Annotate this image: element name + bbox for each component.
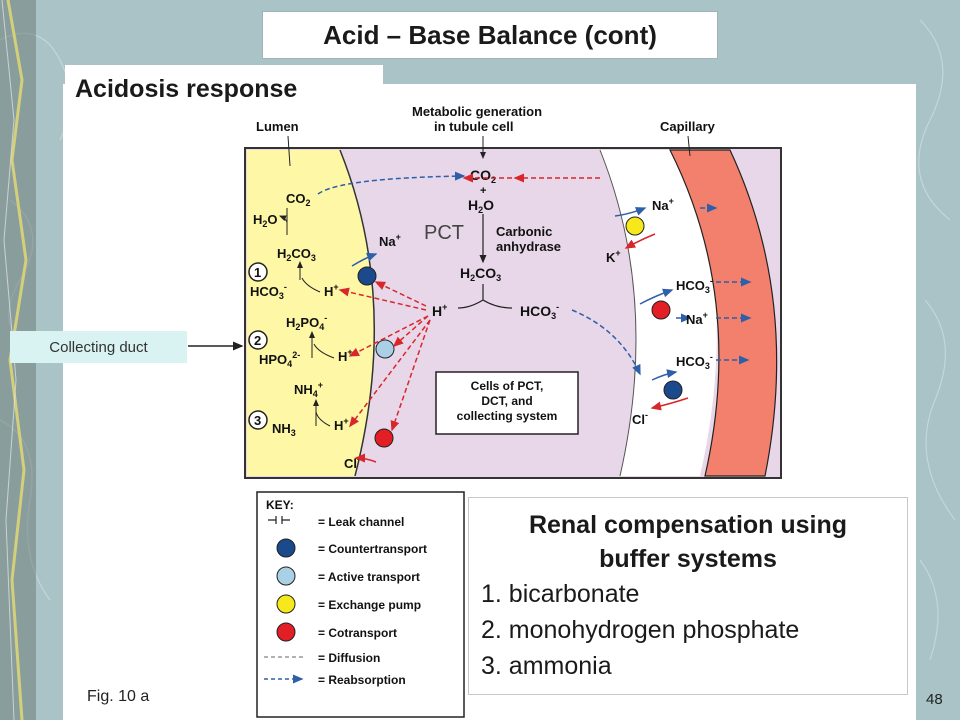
svg-text:H2CO3: H2CO3	[277, 246, 316, 263]
page-number: 48	[926, 691, 943, 708]
renal-item-ammonia: 3. ammonia	[481, 652, 612, 680]
key-item-diffusion: = Diffusion	[318, 651, 380, 665]
renal-compensation-box: Renal compensation using buffer systems …	[468, 497, 908, 695]
renal-item-phosphate: 2. monohydrogen phosphate	[481, 616, 800, 644]
exchange-pump-basolateral	[625, 216, 645, 236]
pct-label: PCT	[424, 222, 464, 244]
key-item-cotransport: = Cotransport	[318, 626, 397, 640]
renal-item-bicarbonate: 1. bicarbonate	[481, 580, 640, 608]
key-item-exchange: = Exchange pump	[318, 598, 421, 612]
key-item-active: = Active transport	[318, 570, 420, 584]
svg-text:HCO3-: HCO3-	[520, 302, 559, 321]
svg-text:H2CO3: H2CO3	[460, 265, 501, 283]
slide-title: Acid – Base Balance (cont)	[262, 11, 718, 59]
cells-label-3: collecting system	[457, 409, 558, 423]
cotransporter-basolateral	[651, 300, 671, 320]
metabolic-label-1: Metabolic generation	[412, 104, 542, 119]
key-item-reabsorption: = Reabsorption	[318, 673, 406, 687]
marker-3: 3	[254, 413, 261, 428]
countertransporter-apical	[357, 266, 377, 286]
key-active-symbol	[276, 566, 296, 586]
key-title: KEY:	[266, 498, 294, 512]
svg-text:HCO3-: HCO3-	[676, 352, 713, 371]
svg-text:HCO3-: HCO3-	[676, 276, 713, 295]
svg-text:Na+: Na+	[652, 196, 674, 213]
svg-text:H2O: H2O	[468, 197, 494, 215]
svg-text:Na+: Na+	[686, 310, 708, 327]
cells-label-1: Cells of PCT,	[471, 379, 544, 393]
marker-2: 2	[254, 333, 261, 348]
svg-text:CO2: CO2	[286, 191, 311, 208]
capillary-label: Capillary	[660, 119, 716, 134]
svg-text:Cl-: Cl-	[632, 410, 648, 427]
lumen-label: Lumen	[256, 119, 299, 134]
key-cotransport-symbol	[276, 622, 296, 642]
renal-title-line1: Renal compensation using	[528, 511, 848, 539]
active-transporter-apical	[375, 339, 395, 359]
svg-text:NH3: NH3	[272, 421, 296, 438]
renal-title-line2: buffer systems	[599, 545, 777, 573]
key-countertransport-symbol	[276, 538, 296, 558]
svg-text:HCO3-: HCO3-	[250, 282, 287, 301]
lumen-region	[247, 150, 375, 476]
figure-label: Fig. 10 a	[87, 688, 150, 705]
svg-text:CO2: CO2	[470, 167, 496, 185]
collecting-duct-callout: Collecting duct	[10, 331, 187, 363]
subtitle-label: Acidosis response	[65, 65, 383, 113]
svg-text:Na+: Na+	[379, 232, 401, 249]
key-leak-symbol	[268, 516, 290, 524]
marker-1: 1	[254, 265, 261, 280]
cells-label-box	[435, 371, 579, 435]
carbonic-label-2: anhydrase	[496, 239, 561, 254]
carbonic-label-1: Carbonic	[496, 224, 552, 239]
cells-label-2: DCT, and	[481, 394, 532, 408]
metabolic-label-2: in tubule cell	[434, 119, 513, 134]
key-exchange-symbol	[276, 594, 296, 614]
capillary-region	[669, 149, 778, 477]
key-item-countertransport: = Countertransport	[318, 542, 427, 556]
key-item-leak: = Leak channel	[318, 515, 404, 529]
svg-text:+: +	[480, 185, 486, 197]
cotransporter-apical	[374, 428, 394, 448]
step-markers: 1 2 3	[248, 262, 268, 430]
countertransporter-basolateral	[663, 380, 683, 400]
